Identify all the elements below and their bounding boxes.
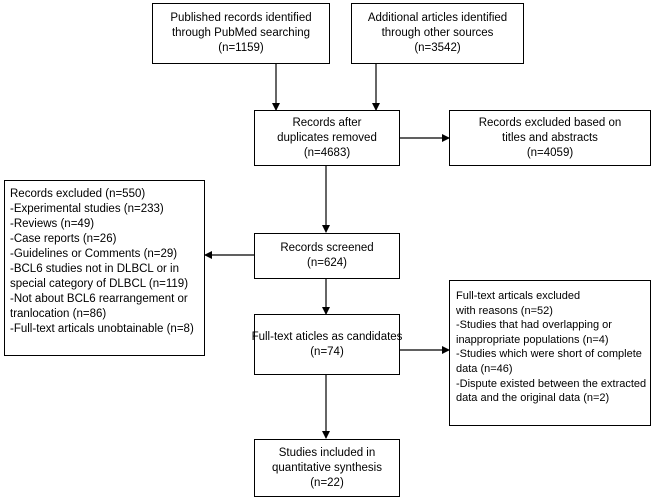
fulltext-candidates-box-line: (n=74) [310,345,344,358]
pubmed-box-line: through PubMed searching [171,27,311,39]
fulltext-excluded-box-line: -Studies which were short of complete [456,348,642,361]
fulltext-excluded-box-line: -Dispute existed between the extracted [456,377,647,390]
records-excluded-box-line: -BCL6 studies not in DLBCL or in [10,263,179,275]
fulltext-excluded-box-line: data (n=46) [456,362,513,375]
other-sources-box-line: Additional articles identified [367,12,508,24]
records-excluded-box-line: Records excluded (n=550) [10,188,146,200]
other-sources-box: Additional articles identified through ot… [351,3,524,64]
pubmed-box-line: (n=1159) [218,42,264,54]
fulltext-candidates-box-line: Full-text aticles as candidates [251,330,403,343]
fulltext-excluded-box: Full-text articals excluded with reasons … [449,280,651,426]
excluded-titles-box: Records excluded based on titles and abst… [449,110,651,166]
fulltext-excluded-box-line: with reasons (n=52) [456,304,553,317]
fulltext-excluded-box-line: -Studies that had overlapping or [456,319,612,332]
fulltext-excluded-box-line: inappropriate populations (n=4) [456,333,609,346]
records-excluded-box-line: special category of DLBCL (n=119) [10,278,189,290]
fulltext-candidates-box: Full-text aticles as candidates (n=74) [251,314,403,375]
other-sources-box-line: through other sources [381,27,494,39]
records-excluded-box-line: -Reviews (n=49) [10,218,95,230]
fulltext-excluded-box-line: data and the original data (n=2) [456,392,610,405]
records-screened-box-line: Records screened [280,242,374,254]
studies-included-box-line: quantitative synthesis [272,461,382,474]
records-excluded-box: Records excluded (n=550) -Experimental st… [4,180,205,356]
studies-included-box-line: (n=22) [310,476,344,489]
records-excluded-box-line: -Case reports (n=26) [10,233,117,245]
records-screened-box: Records screened (n=624) [254,233,400,279]
excluded-titles-box-line: (n=4059) [526,146,574,159]
after-duplicates-box: Records after duplicates removed (n=4683) [254,110,400,166]
studies-included-box-line: Studies included in [278,446,376,459]
after-duplicates-box-line: (n=4683) [303,146,351,159]
records-screened-box-line: (n=624) [307,257,347,269]
after-duplicates-box-line: duplicates removed [277,131,377,144]
studies-included-box: Studies included in quantitative synthesi… [254,439,400,497]
pubmed-box: Published records identified through PubM… [152,3,330,64]
pubmed-box-line: Published records identified [170,12,312,24]
records-excluded-box-line: tranlocation (n=86) [10,308,107,320]
excluded-titles-box-line: titles and abstracts [502,131,598,144]
fulltext-excluded-box-line: Full-text articals excluded [456,290,581,302]
records-excluded-box-line: -Guidelines or Comments (n=29) [10,248,178,260]
other-sources-box-line: (n=3542) [414,42,461,54]
after-duplicates-box-line: Records after [292,116,362,129]
excluded-titles-box-line: Records excluded based on [478,116,622,129]
records-excluded-box-line: -Full-text articals unobtainable (n=8) [10,323,194,335]
records-excluded-box-line: -Experimental studies (n=233) [10,203,164,215]
records-excluded-box-line: -Not about BCL6 rearrangement or [10,293,188,305]
